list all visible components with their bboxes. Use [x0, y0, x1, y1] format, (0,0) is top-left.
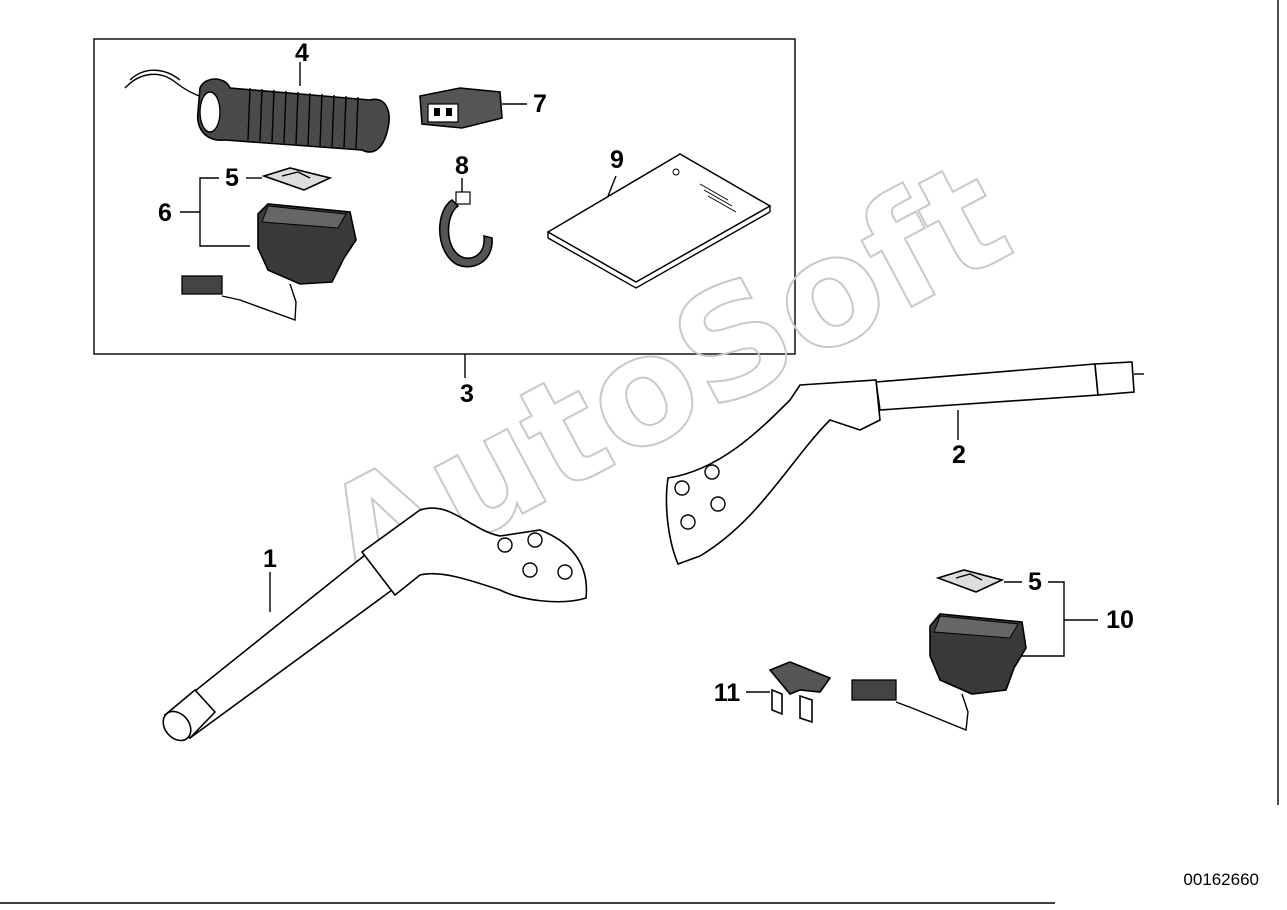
callout-5-bottom: 5	[1028, 568, 1042, 596]
fuse	[746, 661, 832, 724]
leader-9	[607, 175, 617, 197]
pad-top	[246, 167, 333, 191]
switch-top	[180, 177, 357, 321]
callout-1: 1	[263, 545, 277, 573]
handlebar-right	[665, 361, 1144, 566]
callout-11: 11	[714, 679, 741, 707]
connector	[419, 87, 527, 129]
document-number: 00162660	[1183, 870, 1259, 889]
callout-4: 4	[295, 39, 309, 67]
callout-5-top: 5	[225, 164, 239, 192]
callout-8: 8	[455, 152, 469, 180]
switch-bottom	[851, 581, 1098, 731]
kit-box	[93, 38, 796, 355]
callout-10: 10	[1106, 606, 1134, 634]
callout-9: 9	[610, 146, 624, 174]
booklet	[546, 153, 772, 289]
handlebar-left	[162, 507, 588, 742]
pad-bottom	[935, 569, 1022, 593]
callout-6: 6	[158, 199, 172, 227]
callout-2: 2	[952, 441, 966, 469]
callout-3: 3	[460, 380, 474, 408]
clamp	[438, 178, 493, 268]
heated-grip	[124, 62, 390, 153]
callout-7: 7	[533, 90, 547, 118]
